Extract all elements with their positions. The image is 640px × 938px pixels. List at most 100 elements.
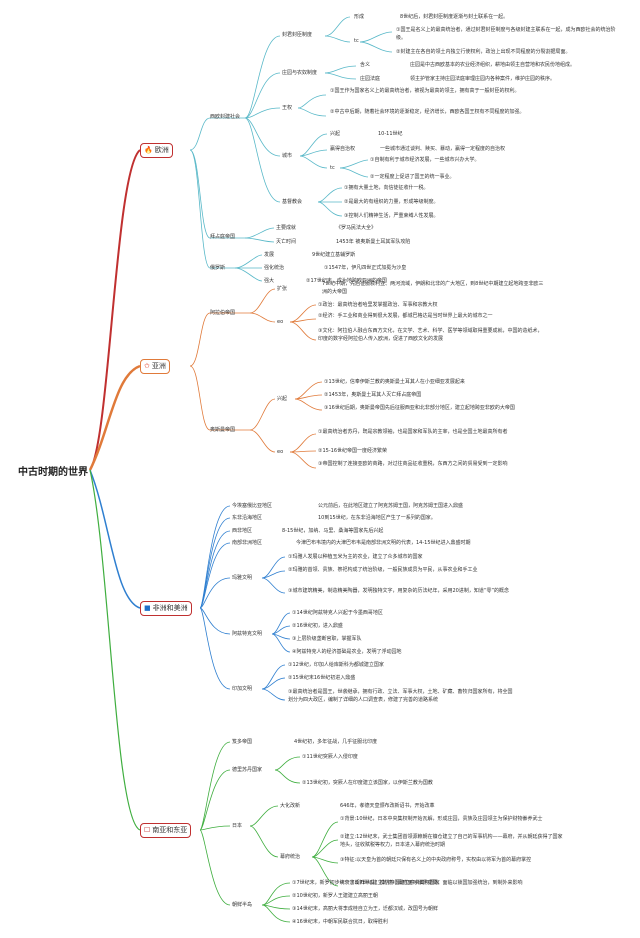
- text-wangquan-1: ①国王作为国家名义上的最高统治者，被视为最高的领主，拥有高于一般封臣的权利。: [330, 88, 520, 94]
- node-ottoman[interactable]: 奥斯曼帝国: [210, 427, 236, 433]
- text-arab-2: ②经济：手工业和商业得到很大发展，都城巴格达是当时世界上最大的城市之一: [318, 313, 493, 319]
- text-tedian-1: ①国王是名义上的最高统治者，通过封君封臣制度与各级封建主联系在一起，成为西欧社会…: [396, 27, 616, 41]
- branch-label: 非洲和美洲: [152, 604, 188, 612]
- text-ottoman-t2: ②15-16世纪帝国一度经济繁荣: [318, 448, 388, 454]
- node-zizhi[interactable]: 赢得自治权: [330, 146, 356, 152]
- text-korea-1: ①7世纪末，新罗初步统一了朝鲜半岛，模仿中国建立中央集权国家: [292, 880, 440, 886]
- text-sultan-1: ①11世纪突厥人入侵印度: [302, 754, 358, 760]
- text-kuozhang: 7世纪中期，先后征服叙利亚、两河流域，伊朗和北非的广大地区，到8世纪中期建立起地…: [322, 281, 544, 295]
- text-fating: 领主护管家主持庄园法庭审理庄园内各种案件，维护庄园的秩序。: [410, 76, 556, 82]
- branch-africa-america[interactable]: ■ 非洲和美洲: [140, 601, 192, 616]
- text-aztec-1: ①14世纪阿兹特克人兴起于今墨西哥地区: [292, 610, 383, 616]
- node-fazhan[interactable]: 发展: [264, 252, 275, 258]
- text-chengshi-1: ①自制有利于城市经济发展，一些城市兴办大学。: [370, 157, 480, 163]
- text-arab-3: ③文化：阿拉伯人融合东西方文化，在文学、艺术、科学、医学等领域取得重要成就，中国…: [318, 328, 543, 342]
- text-south-africa: 今津巴布韦境内的大津巴布韦是南部非洲文明的代表，14-15世纪进入鼎盛时期: [296, 540, 471, 546]
- node-east-coast[interactable]: 东非沿海地区: [232, 515, 263, 521]
- text-zizhi: 一些城市通过谈判、赎买、暴动，赢得一定程度的自治权: [380, 146, 506, 152]
- node-chengshi-xingqi[interactable]: 兴起: [330, 131, 341, 137]
- text-xingcheng: 8世纪后，封君封臣制度逐渐与封土联系在一起。: [400, 14, 509, 20]
- branch-europe[interactable]: 🔥 欧洲: [140, 143, 173, 158]
- text-maya-1: ①玛雅人发展以种植玉米为主的农业，建立了众多城市的国家: [288, 554, 423, 560]
- text-ottoman-q1: ①13世纪，信奉伊斯兰教的奥斯曼土耳其人在小亚细亚发展起来: [324, 379, 465, 385]
- text-bakufu-1: ①背景:10世纪，日本中央集权制开始瓦解，形成庄园，贵族及庄园领主为保护财物豢养…: [340, 816, 543, 822]
- branch-asia[interactable]: ✩ 亚洲: [140, 359, 170, 374]
- node-russia[interactable]: 俄罗斯: [210, 265, 226, 271]
- node-fengjian[interactable]: 封君封臣制度: [282, 32, 313, 38]
- node-feudal-society[interactable]: 西欧封建社会: [210, 114, 241, 120]
- blue-square-icon: ■: [144, 604, 151, 612]
- node-hanyi[interactable]: 含义: [360, 62, 371, 68]
- branch-label: 亚洲: [151, 362, 166, 370]
- text-aztec-3: ③上层阶级垄断官职，掌握军队: [292, 636, 362, 642]
- node-west-africa[interactable]: 西非地区: [232, 528, 253, 534]
- node-zhuangyuan[interactable]: 庄园与农奴制度: [282, 70, 318, 76]
- node-inca[interactable]: 印加文明: [232, 686, 253, 692]
- text-inca-3: ③最高统治者是国王，世袭继承，拥有行政、立法、军事大权，土地、矿藏、畜牧归国家所…: [288, 689, 513, 703]
- text-inca-1: ①12世纪，印加人给库斯科为都城建立国家: [288, 662, 384, 668]
- node-ethiopia[interactable]: 今埃塞俄比亚地区: [232, 503, 273, 509]
- node-wangquan[interactable]: 王权: [282, 105, 293, 111]
- text-ottoman-q2: ②1453年，奥斯曼土耳其人灭亡拜占庭帝国: [324, 392, 422, 398]
- node-qianghua[interactable]: 强化统治: [264, 265, 285, 271]
- text-ottoman-q3: ③16世纪后期，奥斯曼帝国先后征服西亚和北非部分地区，建立起地跨亚非欧的大帝国: [324, 405, 515, 411]
- node-xingcheng[interactable]: 形成: [354, 14, 365, 20]
- branch-south-east-asia[interactable]: ☐ 南亚和东亚: [140, 823, 192, 838]
- node-fating[interactable]: 庄园法庭: [360, 76, 381, 82]
- node-miewang[interactable]: 灭亡时间: [276, 239, 297, 245]
- text-jidujiao-2: ②是最大的有组织的力量，形成等级制度。: [344, 199, 439, 205]
- text-maya-2: ②玛雅的首领、贵族、祭祀构成了统治阶级，一般民族成员为平民，从事农业和手工业: [288, 567, 478, 573]
- text-sultan-2: ②13世纪初，突厥人在印度建立该国家，以伊斯兰教为国教: [302, 780, 433, 786]
- node-japan[interactable]: 日本: [232, 823, 243, 829]
- node-jidujiao[interactable]: 基督教会: [282, 199, 303, 205]
- text-bakufu-4: ④衰落:17世纪建立的德川幕府面对世界变局，面临以锁国加强统治，到制外来影响: [340, 880, 523, 886]
- text-chengshi-2: ②一定程度上促进了国王的统一事业。: [370, 174, 455, 180]
- text-qiangda: ②17世纪末，成为地跨欧亚洲的帝国: [306, 278, 387, 284]
- node-arab-tedian[interactable]: eo: [277, 319, 284, 325]
- text-korea-2: ②10世纪初，新罗人王建建立高丽王朝: [292, 893, 378, 899]
- text-jidujiao-1: ①拥有大量土地，向信徒征收什一税。: [344, 185, 429, 191]
- branch-label: 欧洲: [154, 146, 169, 154]
- text-ethiopia: 公元前后，在此地区建立了阿克苏姆王国，阿克苏姆王国进入鼎盛: [318, 503, 464, 509]
- text-maya-3: ③城市建筑精美，制造精美陶器，发明独特文字，用复杂的历法纪年，采用20进制，知道…: [288, 588, 510, 594]
- branch-label: 南亚和东亚: [152, 826, 188, 834]
- node-gupta[interactable]: 笈多帝国: [232, 739, 253, 745]
- text-arab-1: ①政治：最高统治者哈里发掌握政治、军事和宗教大权: [318, 302, 438, 308]
- text-qianghua: ①1547年，伊凡四世正式加冕为沙皇: [324, 265, 407, 271]
- text-west-africa: 8-15世纪，加纳、马里、桑海等国家先后兴起: [282, 528, 384, 534]
- node-south-africa[interactable]: 南部非洲地区: [232, 540, 263, 546]
- box-icon: ☐: [144, 826, 151, 834]
- text-bakufu-2: ②建立:12世纪末，武士集团首领源赖朝在镰仓建立了自己的军事机构——幕府，并从朝…: [340, 834, 563, 848]
- text-gupta: 4世纪初，多年征战，几乎征服北印度: [294, 739, 378, 745]
- node-chengshi-tedian[interactable]: tc: [330, 165, 335, 171]
- text-aztec-4: ④阿兹特克人的经济基础是农业，发明了浮动园地: [292, 649, 402, 655]
- text-bakufu-3: ③特征:以天皇为首的朝廷只保有名义上的中央政府称号，实权由以将军为首的幕府掌控: [340, 857, 532, 863]
- node-aztec[interactable]: 阿兹特克文明: [232, 631, 263, 637]
- fire-icon: 🔥: [144, 146, 153, 154]
- node-delhi-sultanate[interactable]: 德里苏丹国家: [232, 767, 263, 773]
- text-ottoman-t1: ①最高统治者苏丹，既是宗教领袖，也是国家和军队的主宰，也是全国土地最高所有者: [318, 429, 508, 435]
- root-node[interactable]: 中古时期的世界: [18, 467, 88, 478]
- node-maya[interactable]: 玛雅文明: [232, 575, 253, 581]
- text-inca-2: ②15世纪末16世纪初进入鼎盛: [288, 675, 356, 681]
- node-qiangda[interactable]: 强大: [264, 278, 275, 284]
- node-bakufu[interactable]: 幕府统治: [280, 854, 301, 860]
- text-east-coast: 10到15世纪，在东非沿海地区产生了一系列的国家。: [318, 515, 436, 521]
- text-ottoman-t3: ③帝国控制了连接亚欧的商路，对过往商品征收重税，东西方之间的贸易受到一定影响: [318, 461, 508, 467]
- text-zhuyao: 《罗马民法大全》: [336, 225, 377, 231]
- text-fazhan: 9世纪建立基辅罗斯: [312, 252, 356, 258]
- node-tedian[interactable]: tc: [354, 38, 359, 44]
- node-korea[interactable]: 朝鲜半岛: [232, 902, 253, 908]
- node-ottoman-xingqi[interactable]: 兴起: [277, 396, 288, 402]
- node-chengshi[interactable]: 城市: [282, 153, 293, 159]
- node-zhuyao[interactable]: 主要成就: [276, 225, 297, 231]
- node-kuozhang[interactable]: 扩张: [277, 286, 288, 292]
- text-wangquan-2: ②中古中后期，随着社会环境的逐渐稳定，经济增长，西欧各国王权有不同程度的加强。: [330, 109, 525, 115]
- node-ottoman-tedian[interactable]: eo: [277, 449, 284, 455]
- node-arab-empire[interactable]: 阿拉伯帝国: [210, 310, 236, 316]
- text-jidujiao-3: ③控制人们精神生活，严重束缚人性发展。: [344, 213, 439, 219]
- node-byzantium[interactable]: 拜占庭帝国: [210, 234, 236, 240]
- text-hanyi: 庄园是中古西欧基本的农业经济组织，耕地由领主自营地和农民份地组成。: [410, 62, 576, 68]
- node-taika[interactable]: 大化改新: [280, 803, 301, 809]
